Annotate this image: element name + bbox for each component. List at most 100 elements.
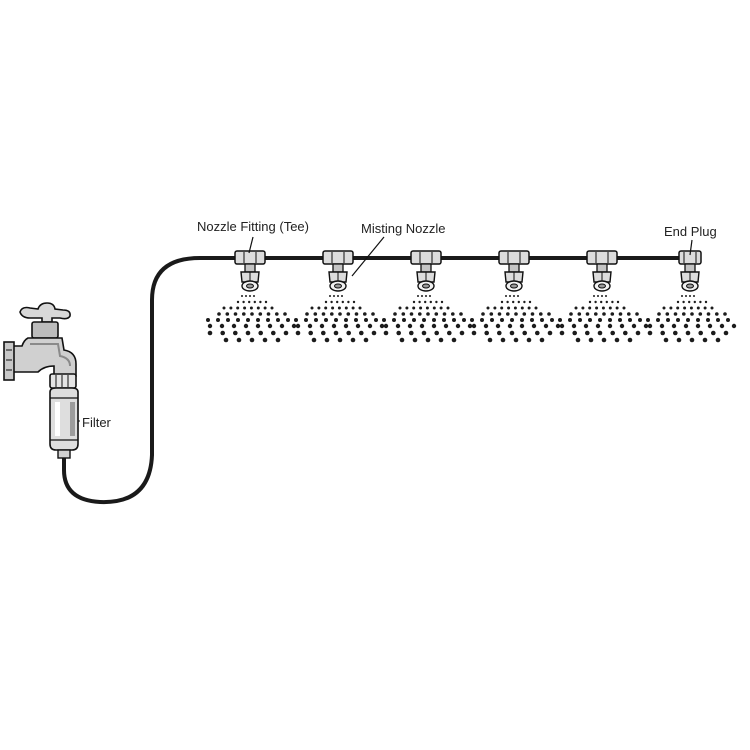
faucet-packing-nut	[31, 321, 59, 339]
mist-droplet	[295, 323, 301, 329]
mist-droplet	[618, 318, 622, 322]
mist-droplet	[412, 337, 418, 343]
mist-droplet	[657, 312, 661, 316]
mist-droplet	[245, 295, 247, 297]
mist-droplet	[412, 318, 416, 322]
mist-droplet	[443, 323, 449, 329]
mist-droplet	[526, 337, 532, 343]
mist-droplet	[578, 318, 582, 322]
mist-droplet	[497, 312, 502, 316]
mist-droplet	[693, 295, 695, 297]
mist-droplet	[686, 318, 690, 322]
mist-droplet	[707, 323, 713, 329]
mist-droplet	[471, 330, 477, 336]
nozzle-orifice	[334, 283, 342, 289]
mist-droplet	[723, 312, 727, 316]
main-tubing	[62, 256, 692, 505]
mist-droplet	[673, 330, 678, 336]
mist-droplet	[507, 306, 511, 310]
mist-droplet	[330, 312, 334, 316]
mist-droplet	[568, 318, 572, 322]
nozzle-orifice	[246, 283, 254, 289]
mist-droplet	[506, 300, 509, 304]
mist-droplet	[324, 337, 330, 343]
tubing-layer	[62, 256, 692, 505]
mist-droplet	[314, 318, 318, 322]
mist-droplet	[643, 323, 649, 329]
mist-droplet	[383, 323, 389, 329]
mist-droplet	[676, 300, 680, 304]
mist-droplet	[480, 318, 484, 322]
mist-droplet	[425, 295, 427, 297]
mist-droplet	[623, 330, 628, 336]
mist-droplet	[222, 306, 226, 310]
mist-droplet	[715, 312, 719, 316]
mist-droplet	[331, 323, 337, 329]
mist-droplet	[695, 323, 701, 329]
nozzle-orifice	[510, 283, 518, 289]
mist-droplet	[329, 295, 331, 297]
mist-droplet	[481, 312, 485, 316]
mist-droplet	[665, 312, 670, 316]
mist-droplet	[611, 300, 614, 304]
leader-line-nozzle	[351, 236, 385, 277]
mist-droplet	[334, 318, 338, 322]
mist-droplet	[569, 312, 573, 316]
mist-droplet	[601, 337, 607, 343]
mist-droplet	[324, 318, 328, 322]
mist-droplet	[512, 300, 515, 304]
mist-droplet	[347, 300, 350, 304]
mist-droplet	[646, 318, 650, 322]
mist-droplet	[666, 318, 670, 322]
mist-droplet	[681, 295, 683, 297]
mist-droplet	[429, 300, 432, 304]
filter-highlight	[55, 402, 60, 436]
mist-droplet	[558, 318, 562, 322]
mist-droplet	[614, 337, 620, 343]
mist-droplet	[229, 306, 233, 310]
mist-droplet	[402, 318, 406, 322]
mist-droplet	[246, 318, 250, 322]
mist-droplet	[311, 337, 317, 343]
mist-droplet	[432, 318, 436, 322]
mist-droplet	[689, 337, 695, 343]
mist-droplet	[442, 318, 446, 322]
mist-droplet	[594, 300, 597, 304]
mist-droplet	[258, 312, 263, 316]
mist-droplet	[417, 295, 419, 297]
mist-droplet	[555, 323, 561, 329]
mist-droplet	[635, 330, 641, 336]
mist-droplet	[321, 330, 326, 336]
mist-droplet	[528, 300, 532, 304]
mist-droplet	[270, 306, 274, 310]
mist-droplet	[627, 312, 631, 316]
mist-droplet	[539, 312, 543, 316]
mist-droplet	[487, 337, 493, 343]
mist-droplet	[588, 337, 594, 343]
mist-droplet	[346, 330, 352, 336]
mist-droplet	[547, 330, 553, 336]
mist-droplet	[392, 318, 396, 322]
mist-droplet	[371, 312, 375, 316]
mist-droplet	[236, 318, 240, 322]
mist-droplet	[676, 337, 682, 343]
mist-droplet	[676, 318, 680, 322]
tee-fitting	[234, 250, 266, 265]
mist-droplet	[243, 306, 247, 310]
mist-droplet	[241, 295, 243, 297]
mist-droplet	[575, 337, 581, 343]
mist-droplet	[358, 306, 362, 310]
mist-droplet	[313, 312, 318, 316]
mist-droplet	[608, 306, 612, 310]
mist-droplet	[602, 312, 606, 316]
mist-droplet	[662, 306, 666, 310]
faucet-handle	[19, 302, 71, 323]
label-end-plug: End Plug	[664, 224, 717, 239]
mist-droplet	[364, 318, 368, 322]
mist-droplet	[206, 318, 210, 322]
mist-droplet	[631, 323, 637, 329]
mist-droplet	[231, 323, 237, 329]
mist-droplet	[615, 306, 619, 310]
mist-droplet	[317, 306, 321, 310]
